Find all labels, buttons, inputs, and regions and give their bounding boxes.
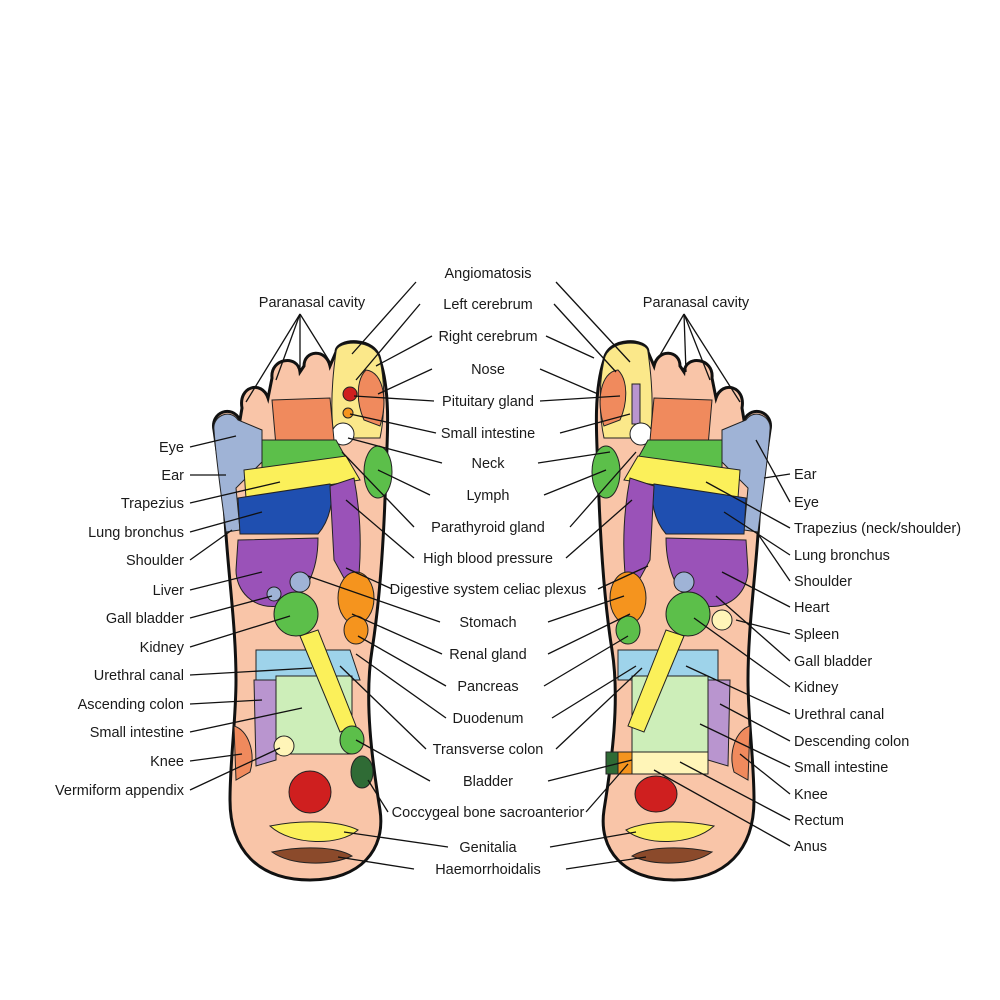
left-appendix-dot bbox=[273, 735, 295, 757]
left-coccyx-zone bbox=[350, 755, 374, 789]
label-left-paranasal: Paranasal cavity bbox=[259, 295, 366, 311]
right-haemorrhoidalis bbox=[630, 847, 714, 864]
label-right: Kidney bbox=[794, 680, 839, 696]
label-right: Anus bbox=[794, 839, 827, 855]
label-right: Ear bbox=[794, 467, 817, 483]
label-center: Right cerebrum bbox=[438, 329, 537, 345]
left-yellow-band bbox=[243, 455, 361, 499]
label-center: High blood pressure bbox=[423, 551, 553, 567]
left-blue-zone bbox=[237, 483, 332, 535]
left-kidney-circle bbox=[273, 591, 319, 637]
label-right: Small intestine bbox=[794, 760, 888, 776]
left-bladder-zone bbox=[339, 725, 365, 755]
right-kidney-top bbox=[673, 571, 695, 593]
right-heel-red bbox=[634, 775, 678, 813]
left-urethral-strip bbox=[299, 629, 357, 733]
right-descending-colon bbox=[707, 679, 731, 767]
label-center: Neck bbox=[471, 456, 505, 472]
label-center: Pituitary gland bbox=[442, 394, 534, 410]
label-center: Genitalia bbox=[459, 840, 517, 856]
label-right: Rectum bbox=[794, 813, 844, 829]
right-pancreas-zone bbox=[615, 615, 641, 645]
label-right-paranasal: Paranasal cavity bbox=[643, 295, 750, 311]
right-lymph-oval bbox=[591, 445, 621, 499]
label-center: Angiomatosis bbox=[444, 266, 531, 282]
label-right: Shoulder bbox=[794, 574, 852, 590]
label-left: Vermiform appendix bbox=[55, 783, 185, 799]
label-left: Small intestine bbox=[90, 725, 184, 741]
label-left: Ear bbox=[161, 468, 184, 484]
left-genitalia bbox=[268, 821, 359, 843]
left-small-intestine-dot bbox=[342, 407, 354, 419]
label-left: Urethral canal bbox=[94, 668, 184, 684]
right-coccyx-zone bbox=[605, 751, 619, 775]
right-urethral-strip bbox=[627, 629, 685, 733]
label-left: Lung bronchus bbox=[88, 525, 184, 541]
label-left: Gall bladder bbox=[106, 611, 184, 627]
left-ascending-colon bbox=[253, 679, 277, 767]
right-foot bbox=[591, 340, 772, 882]
label-center: Bladder bbox=[463, 774, 513, 790]
label-right: Trapezius (neck/shoulder) bbox=[794, 521, 961, 537]
left-kidney-top bbox=[289, 571, 311, 593]
label-right: Heart bbox=[794, 600, 829, 616]
left-big-toe-nose bbox=[357, 369, 385, 427]
left-pituitary-dot bbox=[342, 386, 358, 402]
label-right: Descending colon bbox=[794, 734, 909, 750]
right-kidney-circle bbox=[665, 591, 711, 637]
label-left: Shoulder bbox=[126, 553, 184, 569]
label-left: Liver bbox=[153, 583, 185, 599]
leader-lines bbox=[189, 281, 791, 870]
label-center: Digestive system celiac plexus bbox=[390, 582, 587, 598]
label-left: Trapezius bbox=[121, 496, 184, 512]
label-center: Pancreas bbox=[457, 679, 518, 695]
label-center: Nose bbox=[471, 362, 505, 378]
label-center: Small intestine bbox=[441, 426, 535, 442]
label-center: Transverse colon bbox=[433, 742, 544, 758]
label-right: Lung bronchus bbox=[794, 548, 890, 564]
right-big-toe-nose bbox=[599, 369, 627, 427]
label-left: Knee bbox=[150, 754, 184, 770]
right-spleen-dot bbox=[711, 609, 733, 631]
label-center: Haemorrhoidalis bbox=[435, 862, 541, 878]
label-center: Stomach bbox=[459, 615, 516, 631]
label-center: Duodenum bbox=[453, 711, 524, 727]
right-genitalia bbox=[625, 821, 716, 843]
label-right: Urethral canal bbox=[794, 707, 884, 723]
left-foot bbox=[212, 340, 393, 882]
label-left: Ascending colon bbox=[78, 697, 184, 713]
right-blue-zone bbox=[652, 483, 747, 535]
label-center: Lymph bbox=[467, 488, 510, 504]
right-yellow-band bbox=[623, 455, 741, 499]
label-center: Coccygeal bone sacroanterior bbox=[392, 805, 585, 821]
left-toe-orange-zone bbox=[271, 397, 335, 447]
left-gallbladder-dot bbox=[266, 586, 282, 602]
left-heel-red bbox=[288, 770, 332, 814]
labels: Paranasal cavity Paranasal cavity Eye Ea… bbox=[55, 266, 961, 878]
label-right: Spleen bbox=[794, 627, 839, 643]
label-center: Left cerebrum bbox=[443, 297, 532, 313]
label-left: Kidney bbox=[140, 640, 185, 656]
label-center: Parathyroid gland bbox=[431, 520, 545, 536]
left-knee-zone bbox=[233, 725, 253, 781]
right-knee-zone bbox=[731, 725, 751, 781]
label-right: Gall bladder bbox=[794, 654, 872, 670]
left-haemorrhoidalis bbox=[270, 847, 354, 864]
label-right: Eye bbox=[794, 495, 819, 511]
right-toe-orange-zone bbox=[649, 397, 713, 447]
label-center: Renal gland bbox=[449, 647, 526, 663]
label-left: Eye bbox=[159, 440, 184, 456]
label-right: Knee bbox=[794, 787, 828, 803]
right-pituitary-strip bbox=[631, 383, 641, 425]
